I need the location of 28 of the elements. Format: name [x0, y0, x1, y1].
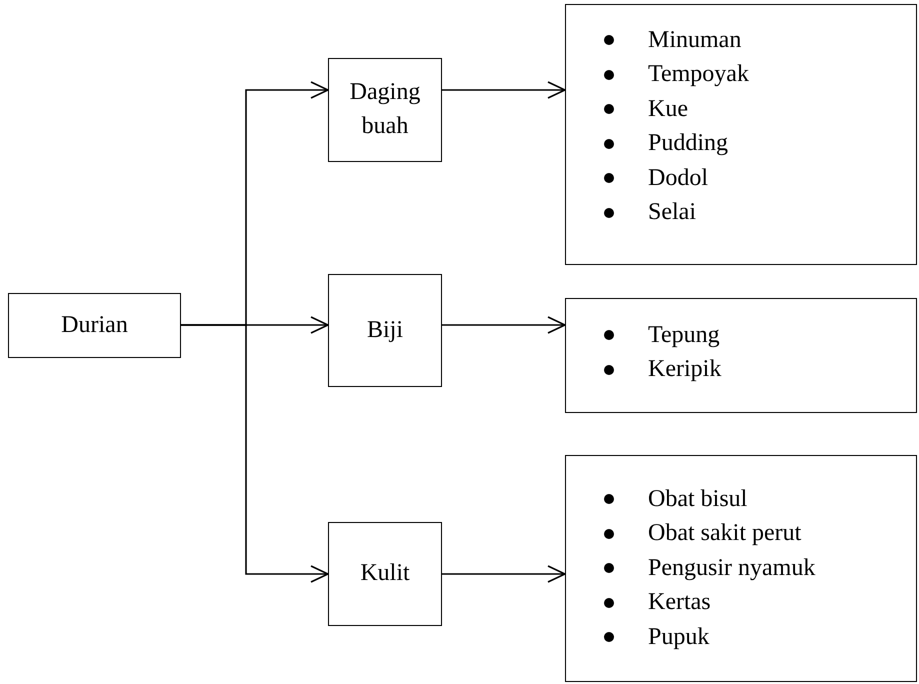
list-box — [565, 4, 917, 265]
list-item: Kue — [648, 96, 688, 123]
arrow — [181, 324, 329, 583]
process-box — [328, 522, 442, 626]
node-label: Biji — [366, 316, 403, 345]
list-box — [565, 298, 917, 413]
list-item: Selai — [648, 199, 696, 226]
list-item: Obat sakit perut — [648, 520, 802, 548]
list-item: Kertas — [648, 589, 711, 616]
list-item: Tempoyak — [648, 61, 749, 88]
node-label: Daging buah — [348, 78, 422, 141]
list-item: Keripik — [648, 356, 722, 384]
list-item: Pudding — [648, 130, 728, 158]
list-item: Obat bisul — [648, 486, 748, 513]
list-item: Pengusir nyamuk — [648, 554, 816, 582]
arrow — [442, 316, 566, 334]
list-box — [565, 455, 917, 682]
list-item: Minuman — [648, 26, 742, 54]
process-box — [328, 58, 442, 162]
process-box — [8, 293, 181, 358]
arrow — [442, 81, 566, 99]
node-label: Kulit — [360, 559, 410, 588]
list-item: Dodol — [648, 164, 708, 192]
node-label: Durian — [61, 310, 128, 340]
arrow — [442, 565, 566, 583]
list-item: Pupuk — [648, 624, 710, 651]
list-item: Tepung — [648, 322, 720, 349]
process-box — [328, 274, 442, 387]
